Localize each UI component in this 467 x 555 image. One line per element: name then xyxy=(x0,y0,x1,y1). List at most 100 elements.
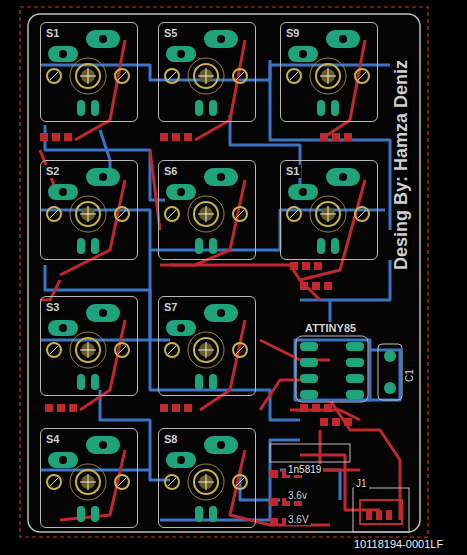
pcb-art xyxy=(230,450,330,525)
pcb-art xyxy=(217,309,225,317)
pcb-art xyxy=(77,238,85,254)
silkscreen-label: J1 xyxy=(354,478,369,489)
pcb-art xyxy=(326,168,360,186)
silkscreen-label: 3.6v xyxy=(286,490,309,501)
top-traces xyxy=(40,40,400,525)
pcb-art xyxy=(59,50,67,58)
pcb-art xyxy=(77,100,85,116)
pcb-art xyxy=(166,320,196,336)
pcb-art xyxy=(118,346,126,354)
pcb-art xyxy=(358,210,366,218)
pcb-art xyxy=(76,470,100,494)
pcb-art xyxy=(47,207,61,221)
switch-footprint: S8 xyxy=(158,428,256,528)
pcb-art xyxy=(165,343,179,357)
pcb-art xyxy=(376,510,382,520)
pcb-art xyxy=(50,478,58,486)
part-designator: S6 xyxy=(162,165,179,178)
pcb-art xyxy=(194,338,218,362)
pcb-art xyxy=(300,374,318,383)
pcb-art xyxy=(194,470,218,494)
pcb-art xyxy=(91,374,99,390)
pcb-art xyxy=(57,404,65,412)
pcb-art xyxy=(346,390,364,399)
pcb-art xyxy=(312,404,320,412)
pcb-art xyxy=(177,324,185,332)
pcb-art xyxy=(332,418,340,426)
pcb-art xyxy=(177,456,185,464)
pcb-art xyxy=(188,196,224,232)
pcb-art xyxy=(168,72,176,80)
pcb-art xyxy=(310,196,346,232)
pcb-art xyxy=(355,207,369,221)
pcb-art xyxy=(177,188,185,196)
pcb-art xyxy=(47,343,61,357)
pcb-art xyxy=(324,282,332,290)
smd-parts xyxy=(40,133,364,526)
pcb-art xyxy=(320,68,336,84)
switch-footprint: S1 xyxy=(280,160,378,260)
pcb-art xyxy=(81,475,95,489)
pcb-art xyxy=(48,46,78,62)
pcb-art xyxy=(99,309,107,317)
pcb-art xyxy=(195,374,203,390)
pcb-art xyxy=(384,350,396,362)
pcb-art xyxy=(339,173,347,181)
pcb-art xyxy=(321,69,335,83)
pcb-art xyxy=(321,207,335,221)
pcb-art xyxy=(160,404,168,412)
pcb-art xyxy=(287,69,301,83)
pcb-art xyxy=(45,404,53,412)
pcb-art xyxy=(344,133,352,141)
switch-footprints xyxy=(47,30,369,522)
pcb-art xyxy=(339,35,347,43)
pcb-art xyxy=(80,320,125,410)
part-designator: S7 xyxy=(162,301,179,314)
silkscreen-label: C1 xyxy=(404,367,415,384)
pcb-art xyxy=(331,100,339,116)
board-outline xyxy=(28,14,420,532)
pcb-art xyxy=(287,207,301,221)
pcb-art xyxy=(217,441,225,449)
pcb-art xyxy=(194,64,218,88)
pcb-art xyxy=(300,282,308,290)
pcb-art xyxy=(165,207,179,221)
pcb-art xyxy=(47,475,61,489)
pcb-art xyxy=(217,173,225,181)
pcb-art xyxy=(353,488,409,532)
pcb-art xyxy=(70,196,106,232)
pcb-art xyxy=(260,380,300,410)
pcb-art xyxy=(209,374,217,390)
pcb-art xyxy=(290,262,298,270)
pcb-art xyxy=(288,184,318,200)
pcb-art xyxy=(91,238,99,254)
pcb-art xyxy=(204,304,238,322)
switch-footprint: S9 xyxy=(280,22,378,122)
silkscreen-label: 1n5819 xyxy=(286,464,323,475)
pcb-art xyxy=(199,69,213,83)
pcb-art xyxy=(355,69,369,83)
pcb-art xyxy=(302,262,310,270)
pcb-art xyxy=(198,342,214,358)
pcb-art xyxy=(59,188,67,196)
pcb-art xyxy=(47,304,129,390)
pcb-art xyxy=(287,30,369,116)
pcb-art xyxy=(199,475,213,489)
pcb-art xyxy=(317,238,325,254)
pcb-art xyxy=(288,46,318,62)
pcb-art xyxy=(346,342,364,351)
switch-footprint: S4 xyxy=(40,428,138,528)
pcb-art xyxy=(358,72,366,80)
pcb-art xyxy=(300,358,318,367)
pcb-art xyxy=(300,404,308,412)
pcb-art xyxy=(236,72,244,80)
pcb-art xyxy=(80,68,96,84)
pcb-art xyxy=(326,30,360,48)
part-designator: S8 xyxy=(162,433,179,446)
pcb-art xyxy=(233,475,247,489)
pcb-art xyxy=(118,478,126,486)
pcb-art xyxy=(299,188,307,196)
pcb-art xyxy=(50,346,58,354)
pcb-art xyxy=(204,30,238,48)
